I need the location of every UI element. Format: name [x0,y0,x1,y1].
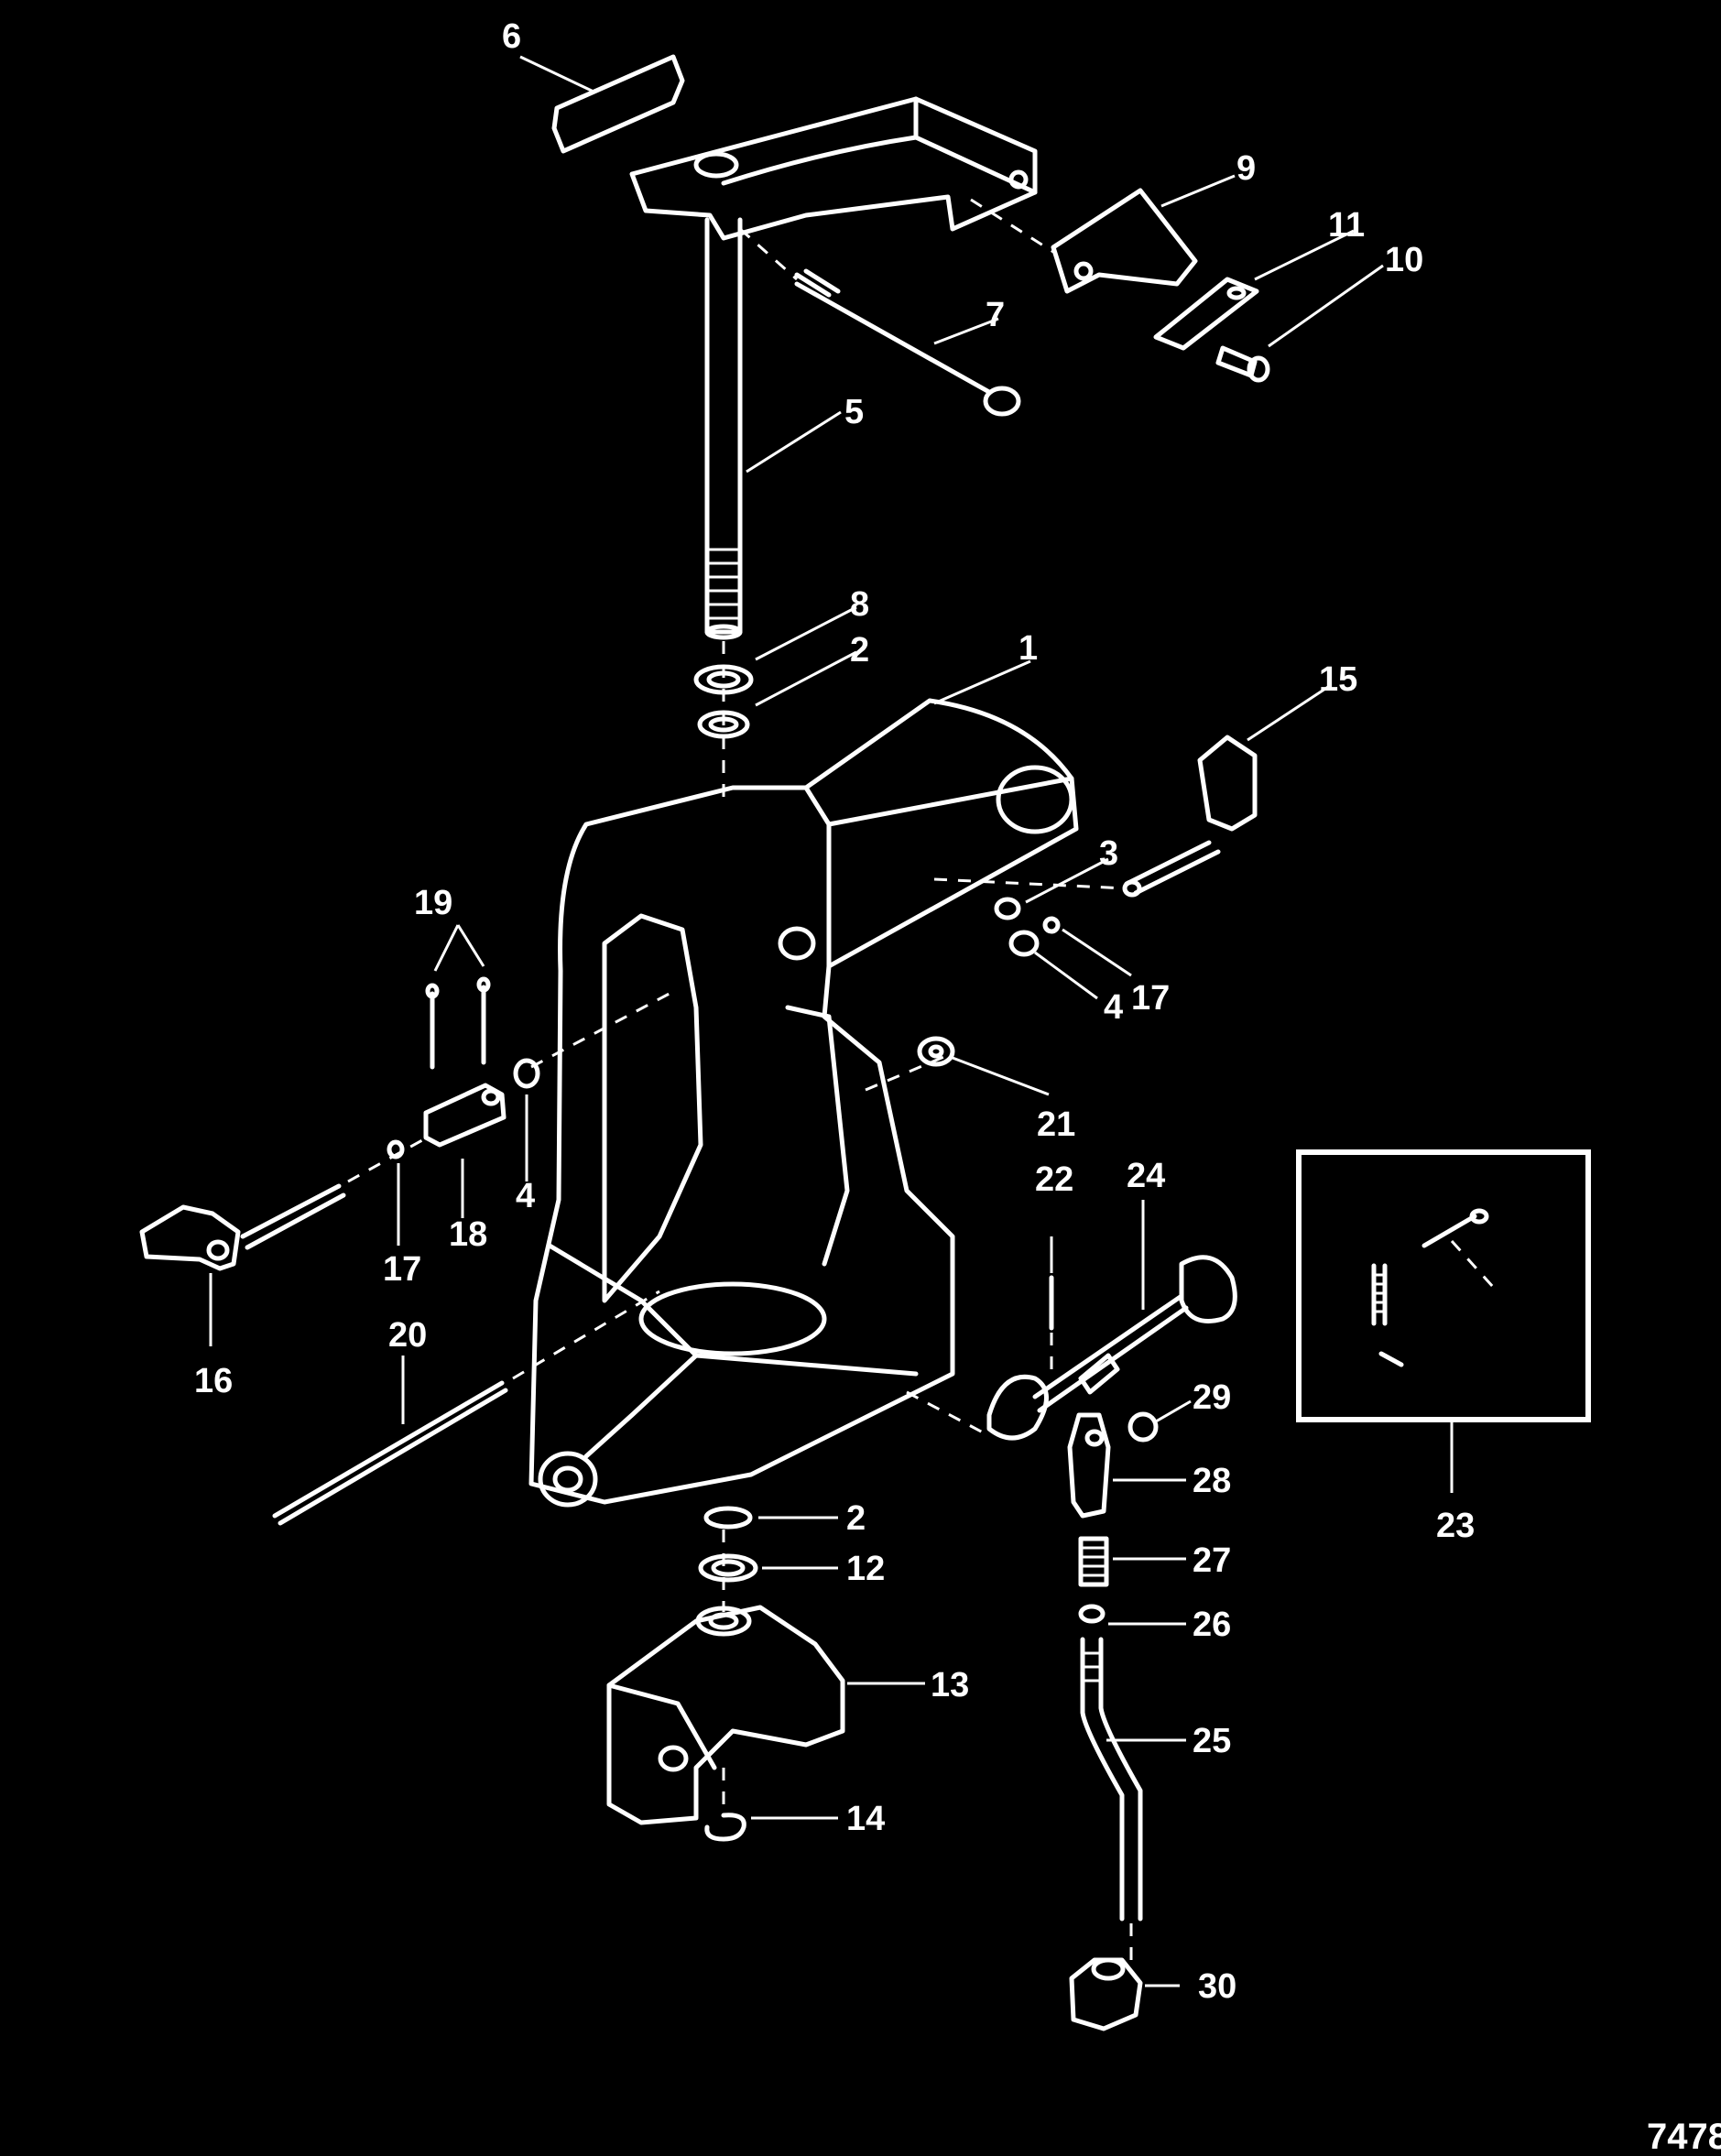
steering-arm-part [629,96,1038,241]
rod-part-25 [1080,1637,1143,1922]
cotter-pins-part-19 [425,976,491,1070]
callout-18: 18 [449,1215,487,1254]
dash-line [512,1290,660,1380]
washer-part-17-left [387,1139,405,1160]
bushing-part-4-left [513,1058,540,1089]
callout-1: 1 [1018,629,1038,668]
callout-30: 30 [1198,1967,1236,2006]
callout-6: 6 [502,17,521,56]
knob-part-30 [1069,1957,1143,2031]
snap-ring-part-14 [704,1813,746,1842]
tilt-pin-part-16 [139,1183,346,1271]
pin-part-18 [423,1083,506,1148]
callout-22: 22 [1035,1160,1073,1199]
washer-part-2-lower [703,1506,753,1530]
callout-26: 26 [1193,1606,1231,1644]
tilt-lever-part-24 [986,1255,1237,1441]
lock-plate-part-11 [1153,277,1259,351]
leader-lines [209,55,1454,1987]
figure-number: 7478 [1647,2117,1721,2156]
clamp-part-13 [606,1605,845,1825]
washer-part-26 [1078,1604,1106,1624]
callout-27: 27 [1193,1541,1231,1580]
callout-28: 28 [1193,1462,1231,1500]
dash-line [906,1390,986,1435]
callout-25: 25 [1193,1722,1231,1760]
callout-2: 2 [846,1499,866,1538]
callout-13: 13 [931,1666,969,1704]
callout-21: 21 [1037,1105,1075,1144]
dash-line [865,1051,953,1092]
swivel-bracket-part-1 [528,698,1079,1508]
callout-10: 10 [1385,241,1423,279]
callout-9: 9 [1236,149,1256,188]
callout-3: 3 [1099,834,1118,873]
callout-2: 2 [850,631,869,670]
dash-line [530,987,679,1069]
callout-19: 19 [414,884,452,922]
screw-part-10 [1215,345,1270,383]
steering-shaft-part [704,217,743,640]
callout-5: 5 [844,393,864,431]
callout-17: 17 [383,1250,421,1289]
link-part-28 [1067,1412,1111,1519]
nut-part-29 [1127,1411,1159,1443]
callout-24: 24 [1127,1157,1165,1195]
dash-line [347,1134,431,1183]
bracket-part-9 [1051,188,1198,294]
callout-14: 14 [846,1800,885,1838]
callout-29: 29 [1193,1378,1231,1417]
dash-line [739,227,798,281]
bushing-part-12 [698,1553,758,1583]
callout-11: 11 [1328,206,1365,245]
rod-part-20 [272,1380,508,1526]
callout-12: 12 [846,1550,885,1588]
pad-part-6 [551,54,685,154]
plug-part-21 [917,1036,955,1067]
callout-17: 17 [1131,979,1170,1018]
long-bolt-part [794,268,1021,417]
bushing-part-3 [994,897,1021,920]
callout-20: 20 [388,1316,427,1355]
dash-line [970,198,1054,254]
spring-part-27 [1078,1536,1109,1587]
dash-line [933,877,1127,890]
detail-inset-23 [1296,1149,1591,1422]
bushing-part-4-right [1008,930,1040,957]
callouts: 1 2 2 3 4 4 5 6 7 8 9 10 11 12 13 14 15 … [194,17,1721,2156]
washer-part-17-right [1042,916,1061,934]
callout-15: 15 [1319,660,1357,699]
callout-23: 23 [1436,1507,1475,1545]
callout-8: 8 [850,585,869,624]
callout-4: 4 [516,1177,535,1215]
callout-16: 16 [194,1362,233,1400]
callout-7: 7 [986,296,1005,334]
callout-4: 4 [1104,988,1123,1027]
